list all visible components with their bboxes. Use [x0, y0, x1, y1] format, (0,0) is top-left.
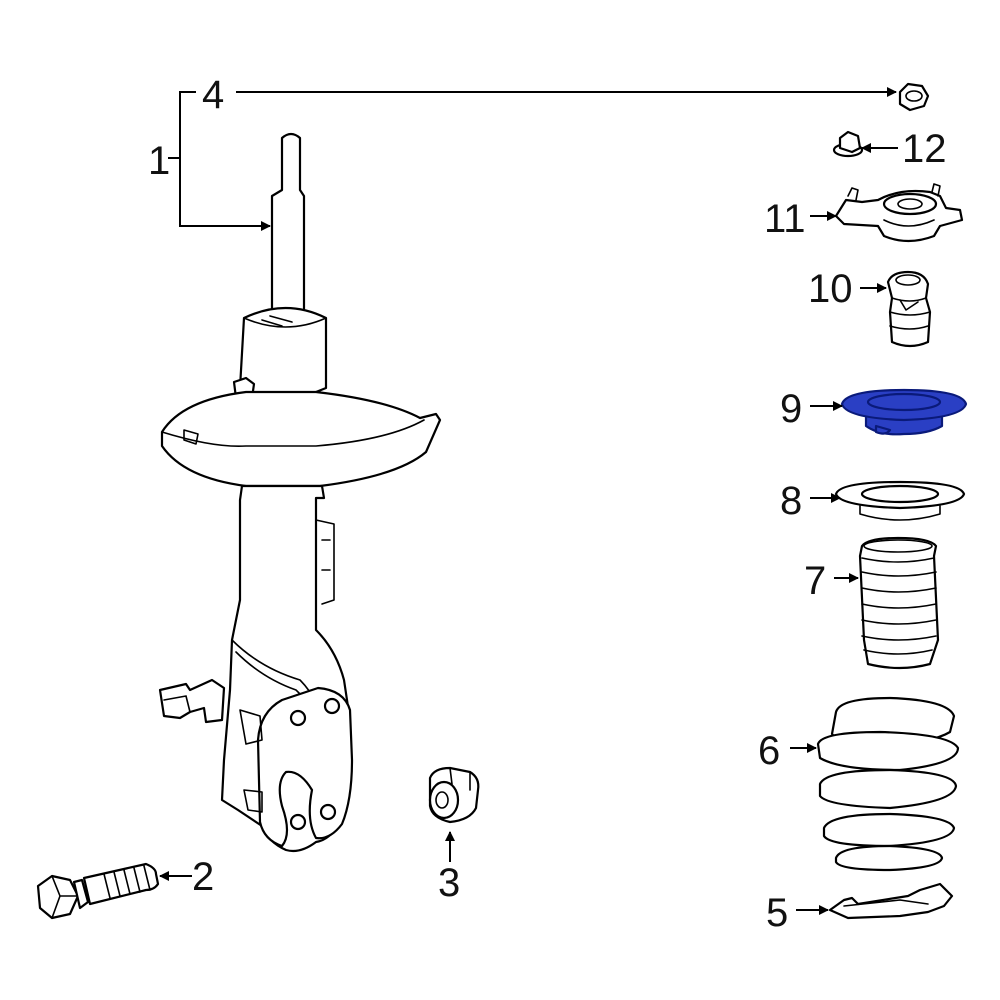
strut-brake-bracket: [158, 678, 226, 724]
bump-stop[interactable]: [886, 270, 932, 348]
bolt[interactable]: [36, 862, 160, 920]
callout-1: 1: [148, 139, 170, 183]
callout-4: 4: [202, 73, 224, 117]
lower-insulator[interactable]: [828, 882, 954, 920]
callout-12: 12: [902, 127, 947, 171]
strut-assembly[interactable]: [158, 132, 442, 853]
bushing-nut[interactable]: [428, 766, 480, 824]
callout-3: 3: [438, 861, 460, 905]
piston-rod: [270, 132, 306, 320]
callout-5: 5: [766, 891, 788, 935]
dust-boot[interactable]: [858, 536, 940, 670]
spring-insulator-highlighted[interactable]: [840, 388, 968, 436]
spring-seat[interactable]: [834, 480, 966, 521]
upper-nut[interactable]: [898, 82, 930, 112]
callout-6: 6: [758, 729, 780, 773]
callout-7: 7: [804, 559, 826, 603]
callout-10: 10: [808, 267, 853, 311]
flange-nut[interactable]: [832, 130, 864, 158]
strut-spring-seat: [160, 390, 442, 488]
callout-2: 2: [192, 855, 214, 899]
strut-mount[interactable]: [834, 183, 964, 243]
callout-labels: 1 2 3 4 5 6 7 8 9 10 11 12: [148, 73, 947, 935]
callout-11: 11: [764, 197, 806, 241]
callout-8: 8: [780, 479, 802, 523]
callout-9: 9: [780, 387, 802, 431]
leader-lines: [159, 87, 898, 915]
coil-spring[interactable]: [816, 696, 960, 872]
